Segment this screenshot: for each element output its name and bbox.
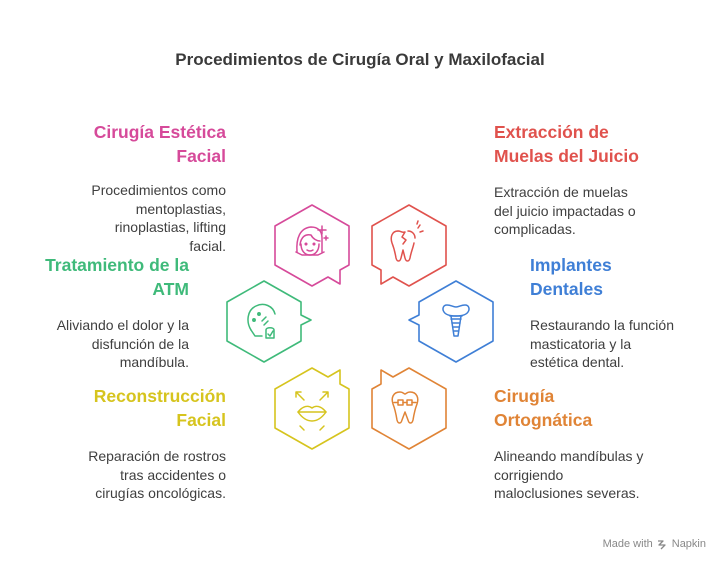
hexagon-shape <box>274 367 350 450</box>
hexagon-shape <box>408 280 494 363</box>
footer-credit: Made with Napkin <box>603 538 706 550</box>
made-with-label: Made with <box>602 538 653 550</box>
face-sparkle-icon <box>295 225 329 256</box>
napkin-logo-icon <box>657 539 666 549</box>
page-title: Procedimientos de Cirugía Oral y Maxilof… <box>175 50 545 69</box>
hexagon-shape <box>371 204 447 287</box>
tooth-braces-icon <box>391 391 419 424</box>
jaw-joint-icon <box>247 303 276 339</box>
hexagon-tratamiento-atm <box>226 280 312 363</box>
hexagon-cirugia-ortognatica <box>371 367 447 450</box>
hexagon-shape <box>226 280 312 363</box>
hexagon-reconstruccion-facial <box>274 367 350 450</box>
dental-implant-icon <box>442 304 470 337</box>
hexagon-shape <box>371 367 447 450</box>
lips-arrows-icon <box>295 391 329 431</box>
broken-tooth-icon <box>390 220 424 262</box>
hexagon-extraccion-muelas <box>371 204 447 287</box>
hexagon-implantes-dentales <box>408 280 494 363</box>
napkin-brand: Napkin <box>671 538 706 550</box>
hexagon-cirugia-estetica <box>274 204 350 287</box>
hexagon-shape <box>274 204 350 287</box>
